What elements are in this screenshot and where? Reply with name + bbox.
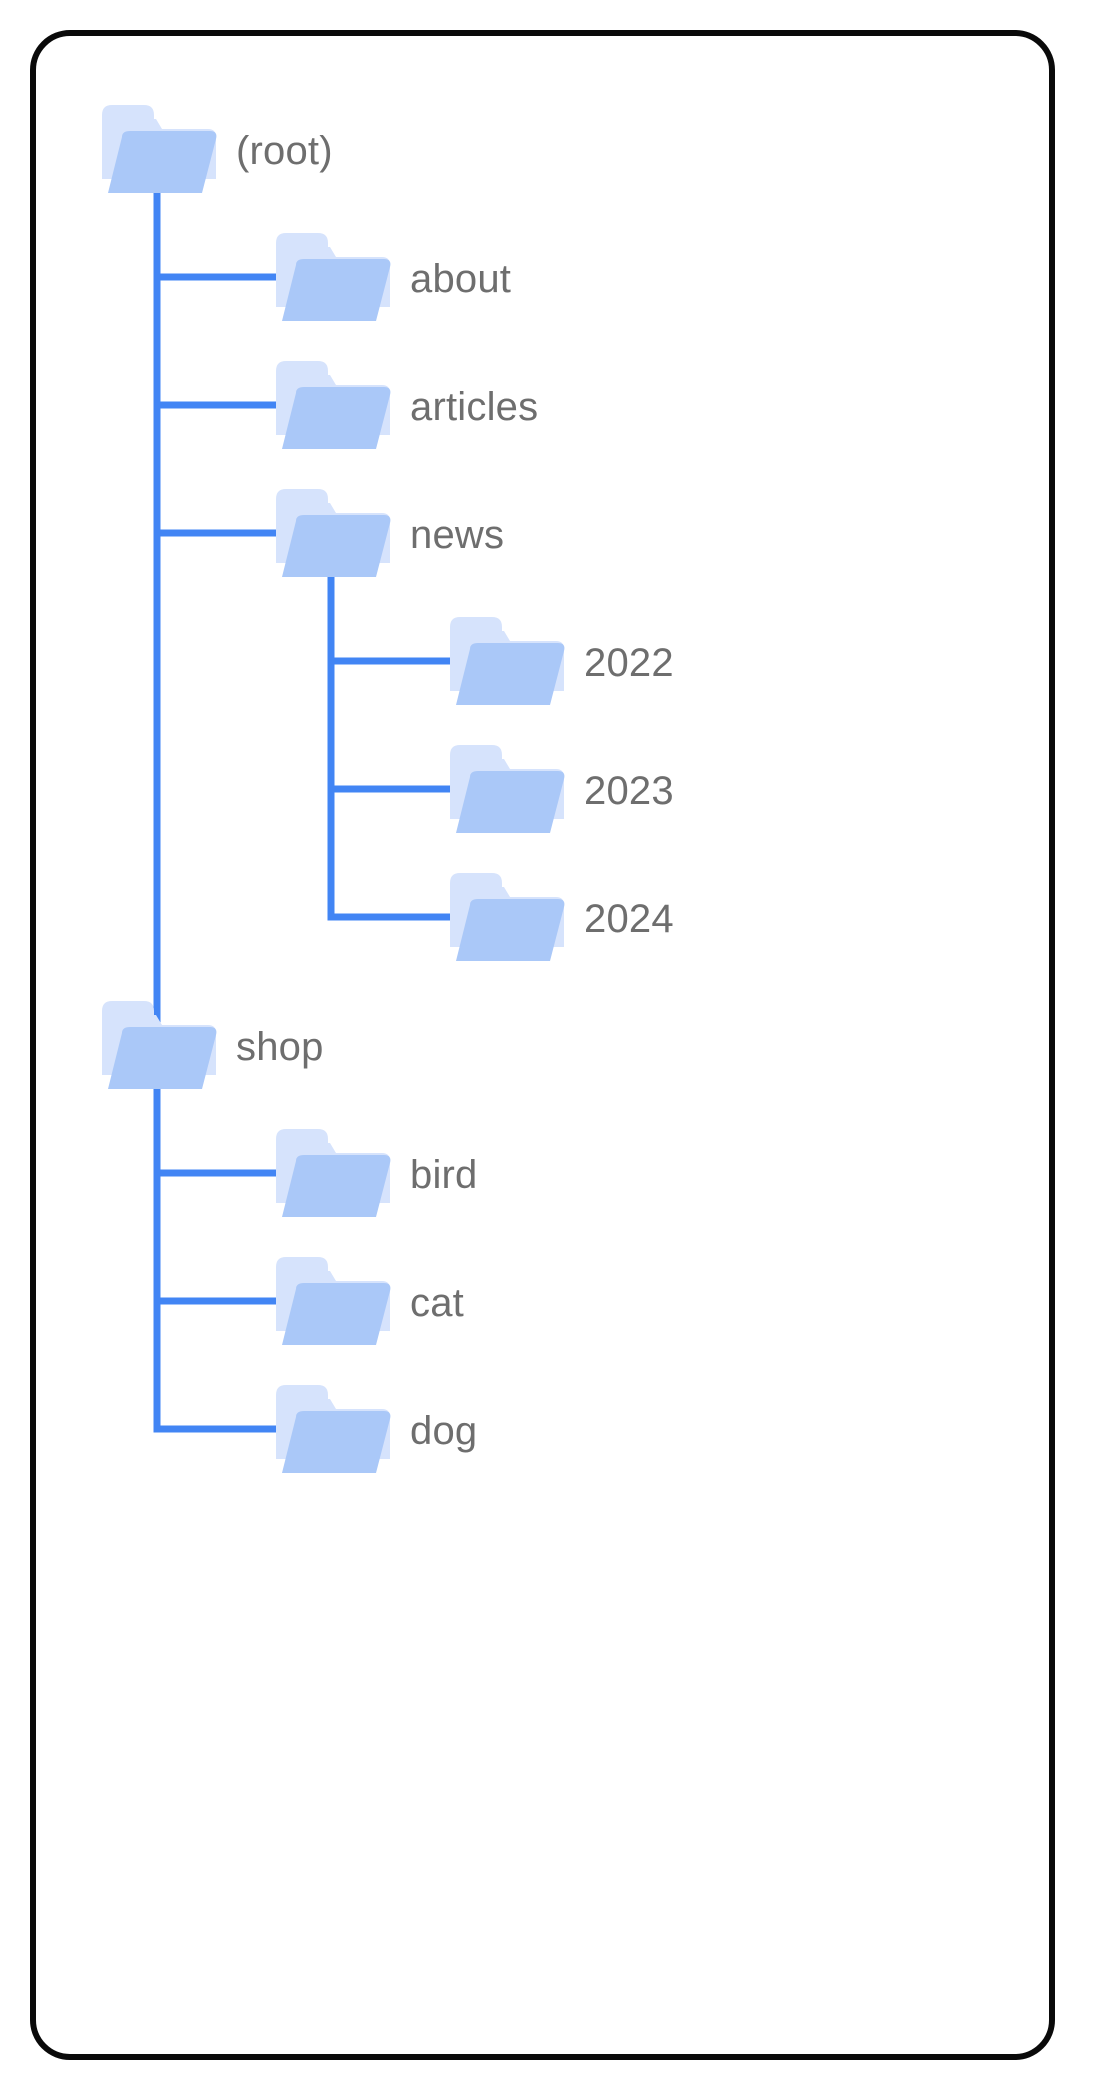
tree-node-bird[interactable]: bird	[274, 1120, 478, 1230]
folder-icon	[274, 229, 394, 329]
tree-node-2024[interactable]: 2024	[448, 864, 674, 974]
tree-node-label-root: (root)	[236, 128, 333, 173]
tree-node-label-news: news	[410, 512, 505, 557]
folder-icon	[100, 101, 220, 201]
tree-node-shop[interactable]: shop	[100, 992, 324, 1102]
tree-node-news[interactable]: news	[274, 480, 504, 590]
folder-icon	[448, 869, 568, 969]
tree-node-label-articles: articles	[410, 384, 539, 429]
tree-node-label-2024: 2024	[584, 896, 674, 941]
folder-icon	[274, 1125, 394, 1225]
folder-icon	[274, 485, 394, 585]
folder-icon	[448, 613, 568, 713]
tree-node-articles[interactable]: articles	[274, 352, 538, 462]
folder-icon	[274, 1381, 394, 1481]
tree-node-about[interactable]: about	[274, 224, 511, 334]
folder-icon	[448, 741, 568, 841]
folder-icon	[100, 997, 220, 1097]
tree-node-label-about: about	[410, 256, 512, 301]
tree-node-label-dog: dog	[410, 1408, 478, 1453]
folder-icon	[274, 1253, 394, 1353]
tree-node-label-2023: 2023	[584, 768, 674, 813]
tree-node-cat[interactable]: cat	[274, 1248, 464, 1358]
tree-node-2022[interactable]: 2022	[448, 608, 674, 718]
tree-node-label-cat: cat	[410, 1280, 464, 1325]
tree-node-label-2022: 2022	[584, 640, 674, 685]
tree-node-label-shop: shop	[236, 1024, 324, 1069]
tree-node-root[interactable]: (root)	[100, 96, 333, 206]
tree-node-2023[interactable]: 2023	[448, 736, 674, 846]
tree-node-label-bird: bird	[410, 1152, 478, 1197]
folder-icon	[274, 357, 394, 457]
tree-node-dog[interactable]: dog	[274, 1376, 477, 1486]
